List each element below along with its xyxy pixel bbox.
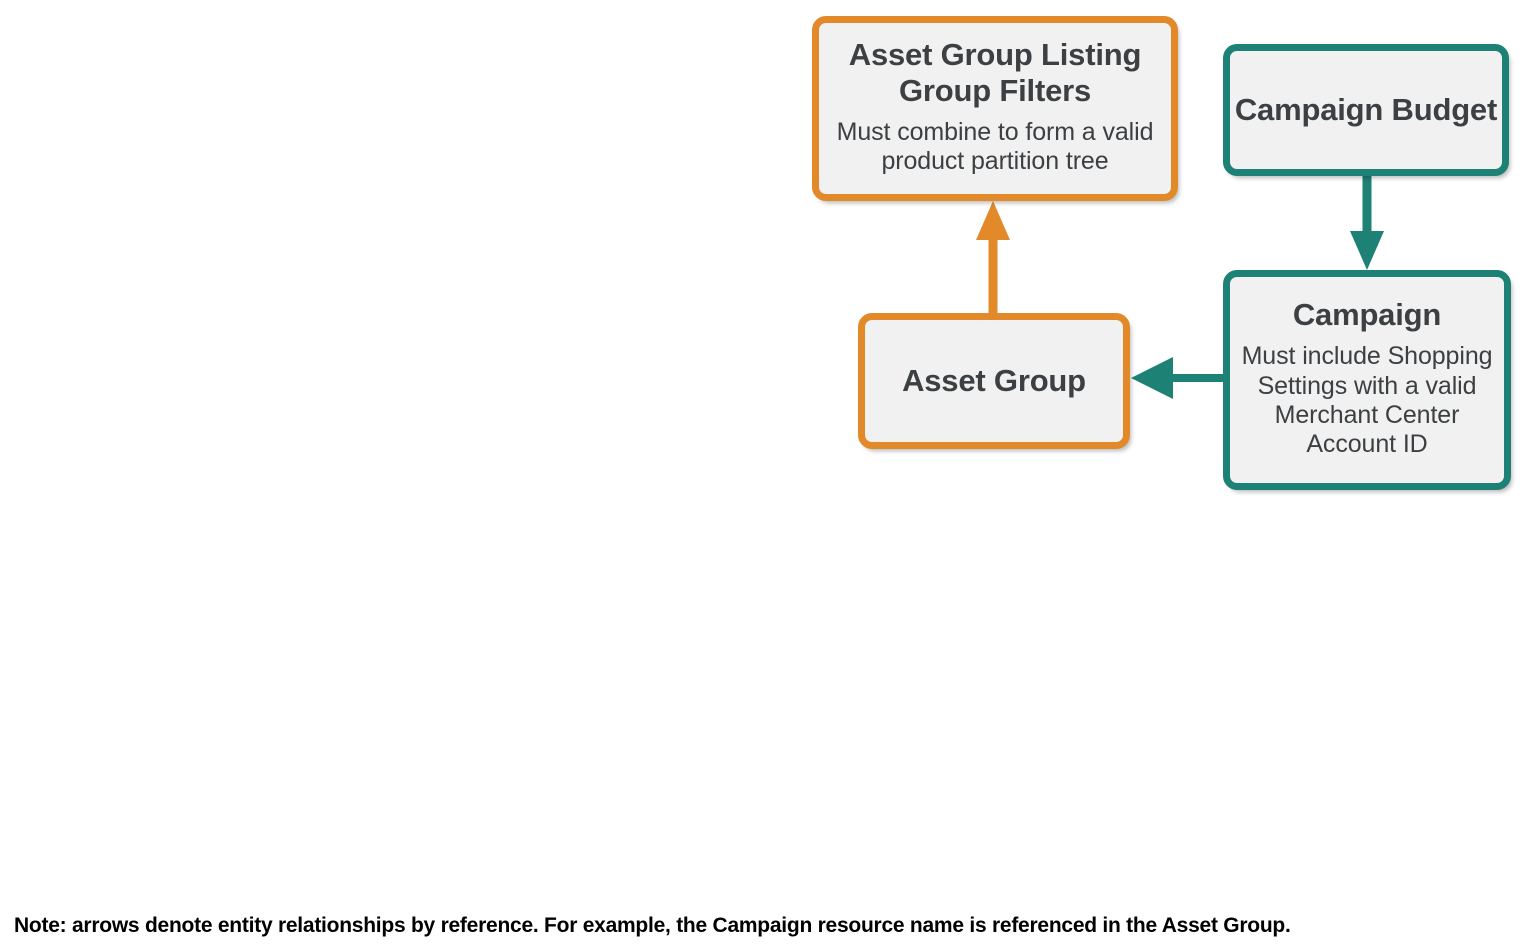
edge-asset-group-to-listing-group-filters [976,201,1010,313]
node-title: Asset Group Listing Group Filters [848,36,1142,108]
node-subtitle: Must combine to form a valid product par… [836,117,1154,175]
node-title: Asset Group [902,363,1086,399]
edge-campaign-budget-to-campaign [1350,176,1384,270]
edge-campaign-to-asset-group [1131,357,1223,399]
node-title: Campaign Budget [1234,92,1498,128]
node-campaign-budget[interactable]: Campaign Budget [1223,44,1509,176]
node-campaign[interactable]: Campaign Must include Shopping Settings … [1223,270,1511,490]
node-asset-group-listing-group-filters[interactable]: Asset Group Listing Group Filters Must c… [812,16,1178,201]
node-subtitle: Must include Shopping Settings with a va… [1241,342,1493,459]
node-asset-group[interactable]: Asset Group [858,313,1130,449]
node-title: Campaign [1292,296,1442,332]
diagram-footnote: Note: arrows denote entity relationships… [14,914,1291,937]
